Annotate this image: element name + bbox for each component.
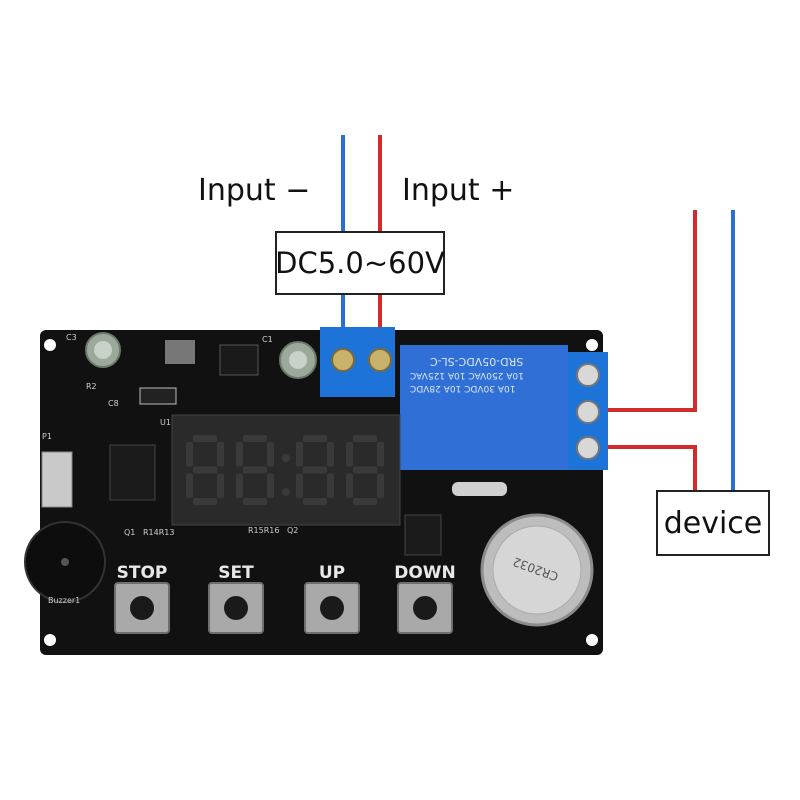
display-segment	[303, 466, 327, 474]
mounting-hole	[586, 634, 598, 646]
relay	[400, 345, 568, 470]
relay-rating-text-2: 10A 30VDC 10A 28VDC	[410, 383, 516, 393]
display-segment	[377, 473, 384, 498]
relay-to-device-red-wire-bottom	[600, 445, 697, 492]
crystal	[452, 482, 507, 496]
display-segment	[303, 435, 327, 442]
display-segment	[217, 442, 224, 467]
display-segment	[296, 442, 303, 467]
tactile-buttons	[114, 582, 453, 634]
up-button[interactable]	[304, 582, 360, 634]
display-segment	[243, 498, 267, 505]
device-box: device	[656, 490, 770, 556]
mounting-hole	[44, 634, 56, 646]
display-segment	[377, 442, 384, 467]
display-segment	[327, 442, 334, 467]
silk-c3: C3	[66, 333, 77, 342]
display-segment	[353, 498, 377, 505]
display-segment	[193, 435, 217, 442]
diode	[139, 387, 177, 405]
input-negative-label: Input −	[198, 173, 311, 208]
set-button-label: SET	[218, 563, 254, 583]
display-segment	[327, 473, 334, 498]
display-digit	[236, 435, 274, 505]
silk-c1: C1	[262, 335, 273, 344]
silk-r2: R2	[86, 382, 97, 391]
mounting-hole	[586, 339, 598, 351]
coin-cell-battery	[480, 513, 594, 627]
silk-q2: Q2	[287, 526, 299, 535]
display-digit	[186, 435, 224, 505]
display-segment	[186, 442, 193, 467]
down-button[interactable]	[397, 582, 453, 634]
display-segment	[267, 473, 274, 498]
regulator-chip	[219, 344, 259, 376]
output-terminal-block	[568, 352, 608, 470]
relay-model-text: SRD-05VDC-SL-C	[430, 355, 524, 368]
stop-button[interactable]	[114, 582, 170, 634]
input-positive-label: Input +	[402, 173, 515, 208]
capacitor-c3	[85, 332, 121, 368]
mcu-chip	[109, 444, 156, 501]
display-colon-dot	[282, 488, 290, 496]
display-segment	[346, 442, 353, 467]
display-colon-dot	[282, 454, 290, 462]
rtc-chip	[404, 514, 442, 556]
display-digit	[346, 435, 384, 505]
inductor	[165, 340, 195, 364]
display-digit	[296, 435, 334, 505]
voltage-range-box: DC5.0~60V	[275, 231, 445, 295]
capacitor-c1	[279, 341, 317, 379]
display-segment	[243, 466, 267, 474]
display-digits	[186, 435, 384, 505]
usb-port	[41, 451, 73, 508]
silk-c8: C8	[108, 399, 119, 408]
display-segment	[193, 466, 217, 474]
display-segment	[353, 466, 377, 474]
silk-r15r16: R15R16	[248, 526, 280, 535]
display-segment	[243, 435, 267, 442]
mounting-hole	[44, 339, 56, 351]
set-button[interactable]	[208, 582, 264, 634]
display-segment	[303, 498, 327, 505]
relay-rating-text-1: 10A 250VAC 10A 125VAC	[410, 370, 524, 380]
silk-q1: Q1	[124, 528, 136, 537]
silk-p1: P1	[42, 432, 52, 441]
silk-r14r13: R14R13	[143, 528, 175, 537]
down-button-label: DOWN	[394, 563, 456, 583]
display-segment	[186, 473, 193, 498]
buzzer	[24, 521, 106, 603]
display-segment	[346, 473, 353, 498]
display-segment	[236, 473, 243, 498]
display-segment	[236, 442, 243, 467]
input-terminal-block	[320, 327, 395, 397]
display-segment	[353, 435, 377, 442]
relay-to-device-red-wire-top	[600, 210, 697, 412]
display-segment	[296, 473, 303, 498]
display-segment	[217, 473, 224, 498]
display-segment	[193, 498, 217, 505]
up-button-label: UP	[318, 563, 346, 583]
silk-buzzer: Buzzer1	[48, 596, 81, 605]
silk-u1: U1	[160, 418, 171, 427]
display-segment	[267, 442, 274, 467]
stop-button-label: STOP	[116, 563, 168, 583]
